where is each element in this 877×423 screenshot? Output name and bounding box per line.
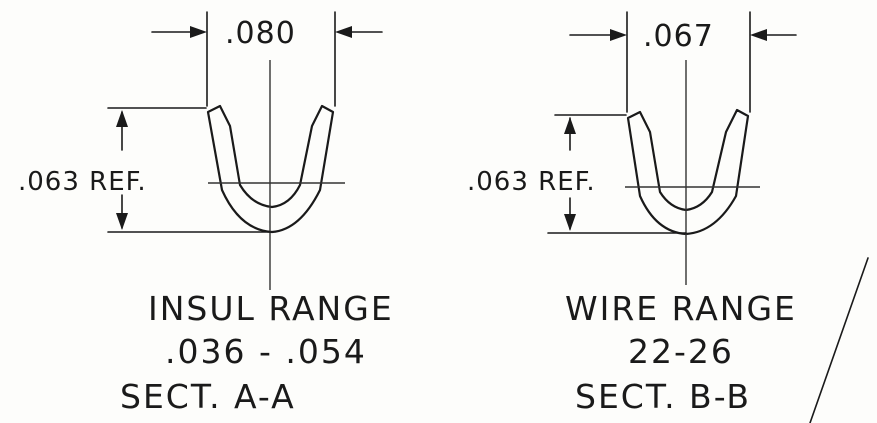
- section-b-profile: [626, 108, 750, 236]
- arrowhead-b-right: [750, 29, 767, 41]
- arrowhead-b-down: [564, 214, 576, 231]
- section-label-b: SECT. B-B: [575, 377, 751, 416]
- arrowhead-a-left: [190, 26, 207, 38]
- dim-a-width: .080: [225, 16, 296, 51]
- stray-diagonal-line: [809, 257, 869, 423]
- dim-b-height: .063 REF.: [467, 167, 596, 197]
- arrowhead-a-right: [335, 26, 352, 38]
- range-label-a: INSUL RANGE: [148, 289, 394, 328]
- arrowhead-b-up: [564, 117, 576, 134]
- range-value-a: .036 - .054: [165, 332, 367, 371]
- range-value-b: 22-26: [628, 332, 734, 371]
- arrowhead-a-up: [116, 110, 128, 127]
- dim-a-height: .063 REF.: [18, 167, 147, 197]
- range-label-b: WIRE RANGE: [565, 289, 797, 328]
- arrowhead-a-down: [116, 213, 128, 230]
- section-a-a: .080 .063 REF. INSUL RANGE .036 - .054 S…: [18, 11, 394, 416]
- section-label-a: SECT. A-A: [120, 377, 296, 416]
- arrowhead-b-left: [610, 29, 627, 41]
- section-a-profile: [206, 104, 335, 234]
- dim-b-width: .067: [643, 19, 714, 54]
- section-b-b: .067 .063 REF. WIRE RANGE 22-26 SECT. B-…: [467, 11, 869, 423]
